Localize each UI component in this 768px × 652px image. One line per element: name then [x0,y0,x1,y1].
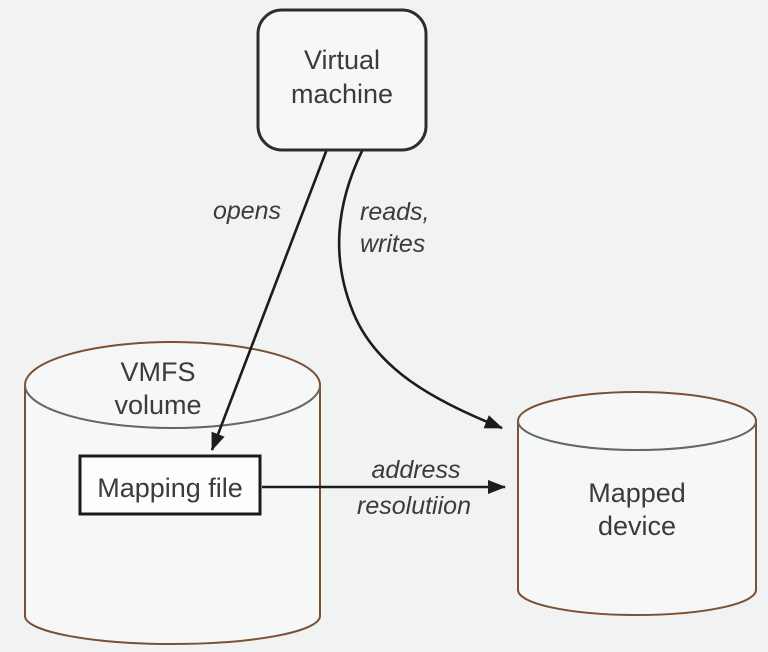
virtual-machine-label-line2: machine [291,79,393,109]
mapped-device-cylinder-body [517,421,757,616]
virtual-machine-node: Virtual machine [256,8,428,152]
virtual-machine-label-line1: Virtual [304,45,380,75]
mapping-file-node: Mapping file [78,454,262,516]
vmfs-cylinder-front-arc [24,384,321,429]
reads-writes-edge-label-line2: writes [360,230,425,258]
address-resolution-edge-label-line2: resolutiion [357,492,471,520]
virtual-machine-box [256,8,428,152]
opens-edge-label: opens [213,197,281,225]
address-resolution-edge-label-line1: address [372,456,461,484]
mapped-device-cylinder-front-arc [517,420,757,451]
reads-writes-arrow [337,150,503,430]
edge-labels: opens reads, writes address resolutiion [213,197,471,520]
vmfs-volume-label-line2: volume [114,390,201,420]
vmfs-volume-label-line1: VMFS [120,357,195,387]
mapped-device-label-line1: Mapped [588,478,686,508]
mapped-device-label-line2: device [598,511,676,541]
mapping-file-label: Mapping file [97,473,243,503]
reads-writes-edge-label-line1: reads, [360,198,429,226]
mapping-file-box [78,454,262,516]
mapped-device-cylinder: Mapped device [517,391,757,616]
opens-arrow [210,148,329,451]
diagram-arrows [210,148,506,494]
